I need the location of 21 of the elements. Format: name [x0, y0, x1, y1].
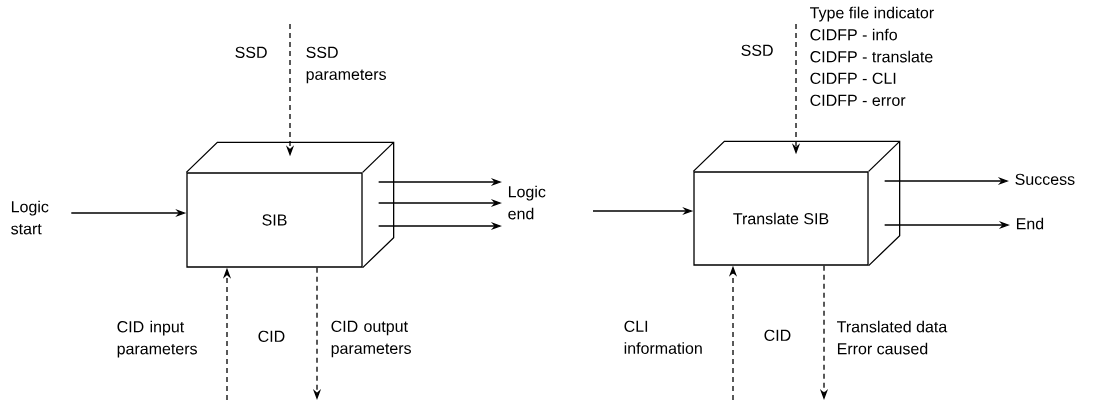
text-label: Success	[1015, 173, 1075, 185]
text-label: CID	[258, 330, 285, 342]
text-label: Translated data	[837, 320, 948, 333]
text-label: Error caused	[838, 342, 928, 355]
cuboid-box: Translate SIB	[692, 140, 901, 267]
text-label: CID output parameters	[331, 320, 411, 358]
text-label: SSD	[741, 44, 773, 56]
text-label: CIDFP - info	[810, 28, 897, 41]
text-label: CIDFP - error	[810, 94, 906, 106]
text-label: Type file indicator	[810, 6, 934, 22]
cuboid-box: SIB	[185, 141, 395, 269]
text-label: Logic start	[11, 200, 49, 235]
text-label: CID input parameters	[117, 320, 197, 358]
text-label: CLI information	[624, 320, 702, 354]
text-label: SSD parameters	[306, 46, 386, 84]
text-label: CIDFP - CLI	[810, 72, 896, 84]
text-label: End	[1017, 217, 1044, 230]
text-label: SSD	[235, 46, 267, 58]
text-label: CIDFP - translate	[810, 50, 933, 63]
text-label: Logic end	[508, 185, 546, 220]
text-label: CID	[764, 329, 791, 341]
